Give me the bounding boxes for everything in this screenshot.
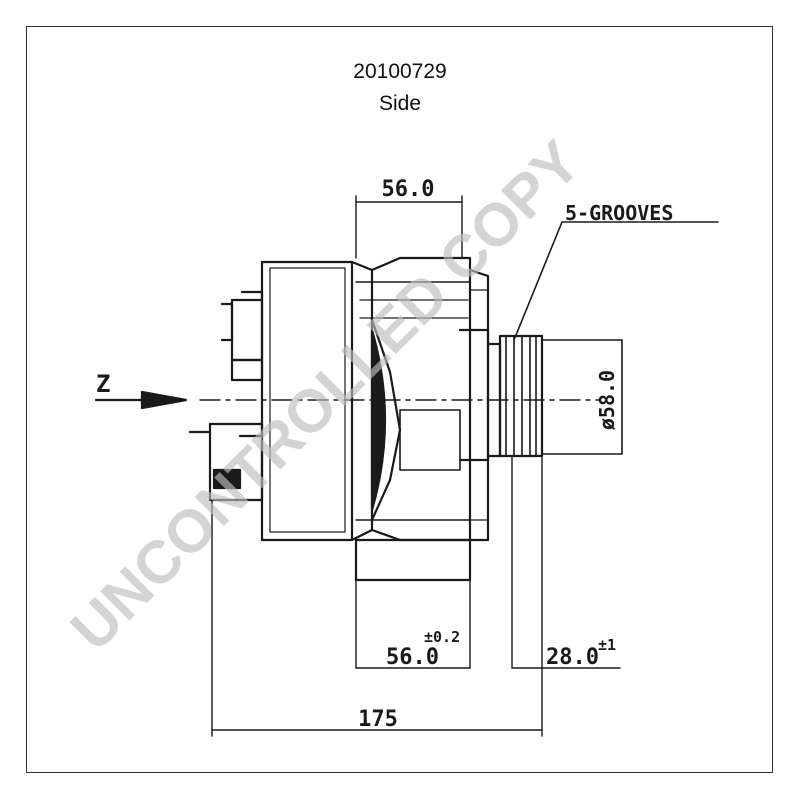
dim-bottom-width-tolerance: ±0.2 (424, 628, 460, 646)
view-label: Side (378, 92, 422, 115)
shaft (458, 328, 502, 462)
uncontrolled-copy-watermark: UNCONTROLLED COPY (58, 128, 593, 663)
dimension-top-width (355, 195, 463, 259)
direction-marker: Z (96, 370, 110, 398)
grooves-leader (513, 221, 719, 341)
dim-pulley-diameter-text: ø58.0 (595, 370, 619, 430)
rear-terminal-block (188, 290, 264, 502)
dim-top-width-text: 56.0 (382, 177, 435, 202)
rotor-fan (370, 318, 461, 522)
bottom-extension-lines (211, 455, 543, 737)
dim-overall-length-text: 175 (358, 707, 398, 732)
grooves-label: 5-GROOVES (565, 201, 673, 225)
drawing-frame (26, 26, 773, 773)
z-direction-arrow (94, 390, 188, 410)
dim-pulley-offset-text: 28.0 (546, 645, 599, 670)
dim-pulley-offset-tolerance: ±1 (598, 636, 616, 654)
part-number: 20100729 (353, 60, 447, 83)
dim-bottom-width-text: 56.0 (386, 645, 439, 670)
